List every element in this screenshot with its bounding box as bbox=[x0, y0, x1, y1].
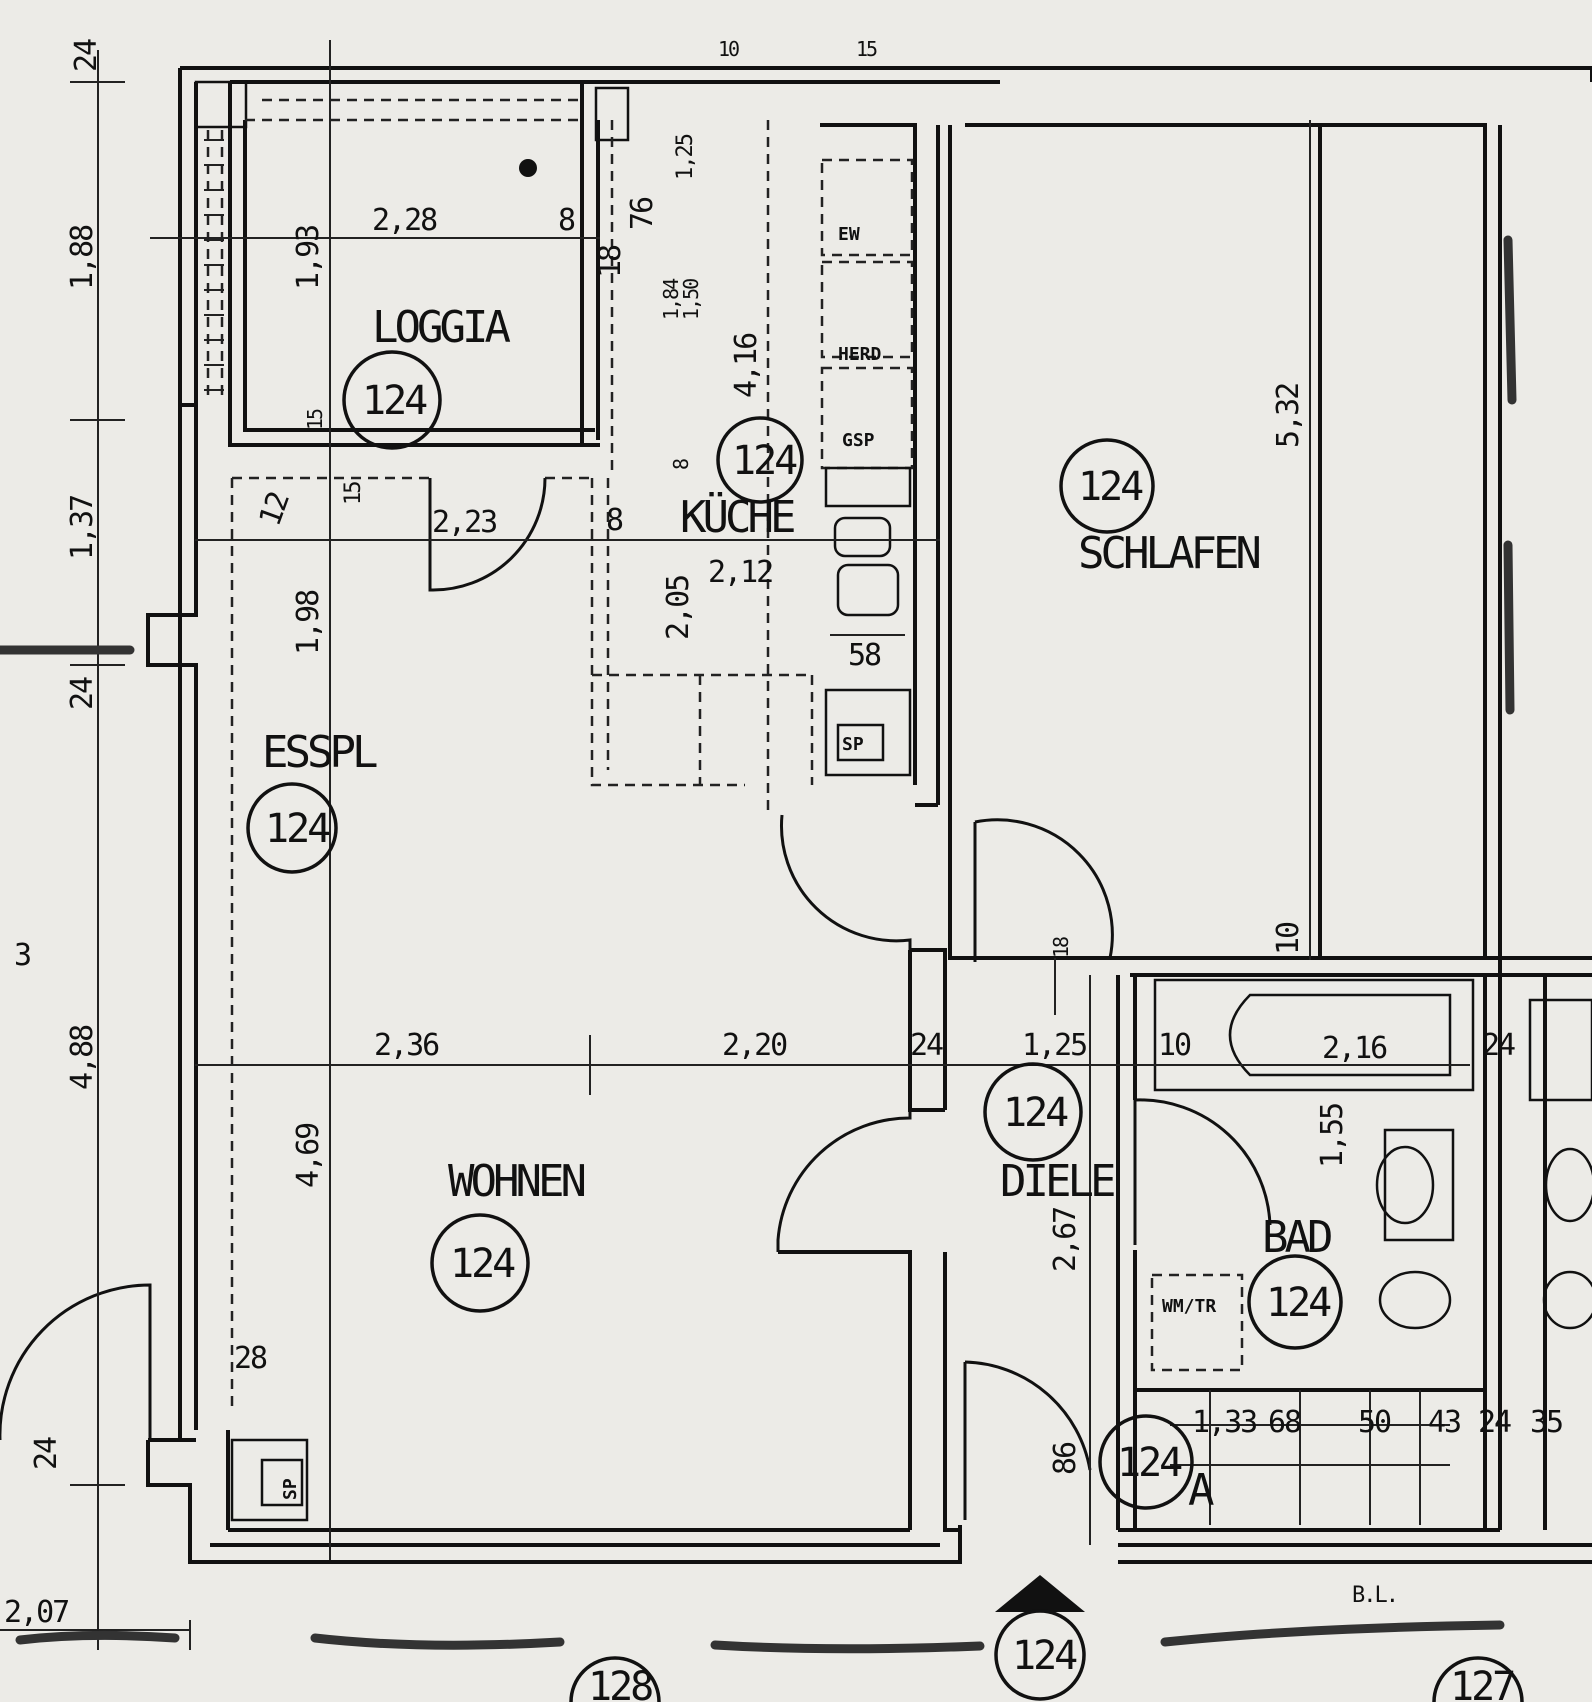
circle-schlafen: 124 bbox=[1059, 438, 1155, 534]
circle-kueche: 124 bbox=[716, 416, 804, 504]
svg-text:1,88: 1,88 bbox=[65, 225, 100, 290]
svg-text:8: 8 bbox=[558, 203, 575, 238]
svg-text:3: 3 bbox=[14, 938, 30, 973]
svg-text:15: 15 bbox=[303, 409, 327, 430]
svg-text:1,98: 1,98 bbox=[291, 590, 326, 655]
svg-text:1,33: 1,33 bbox=[1192, 1405, 1256, 1440]
svg-text:2,16: 2,16 bbox=[1322, 1031, 1387, 1066]
appliance-sp: SP bbox=[842, 734, 864, 755]
door-swings bbox=[0, 477, 1272, 1520]
svg-text:2,67: 2,67 bbox=[1048, 1208, 1083, 1272]
svg-text:43: 43 bbox=[1428, 1405, 1460, 1440]
svg-text:24: 24 bbox=[1482, 1028, 1515, 1063]
svg-text:124: 124 bbox=[265, 806, 330, 852]
svg-text:1,55: 1,55 bbox=[1315, 1104, 1350, 1168]
svg-text:76: 76 bbox=[625, 197, 660, 230]
room-label-loggia: LOGGIA bbox=[372, 302, 510, 353]
circle-left-neighbor: 128 bbox=[569, 1656, 661, 1702]
svg-text:50: 50 bbox=[1358, 1405, 1391, 1440]
svg-text:2,28: 2,28 bbox=[372, 203, 437, 238]
svg-text:10: 10 bbox=[1271, 922, 1306, 955]
svg-text:18: 18 bbox=[1049, 937, 1073, 958]
svg-text:2,05: 2,05 bbox=[661, 576, 696, 640]
svg-text:15: 15 bbox=[856, 37, 877, 61]
svg-text:124: 124 bbox=[1266, 1280, 1331, 1326]
svg-text:1,37: 1,37 bbox=[65, 496, 100, 560]
room-label-wohnen: WOHNEN bbox=[448, 1156, 584, 1207]
circle-loggia: 124 bbox=[342, 350, 442, 450]
handdrawn-marks bbox=[0, 235, 1517, 1654]
svg-text:124: 124 bbox=[732, 438, 797, 484]
room-labels: LOGGIA KÜCHE SCHLAFEN ESSPL WOHNEN DIELE… bbox=[262, 302, 1335, 1516]
circle-abstell: 124 bbox=[1098, 1414, 1194, 1510]
svg-text:8: 8 bbox=[606, 503, 623, 538]
svg-text:68: 68 bbox=[1268, 1405, 1301, 1440]
svg-text:2,23: 2,23 bbox=[432, 505, 496, 540]
svg-text:5,32: 5,32 bbox=[1271, 384, 1306, 448]
interior-walls bbox=[226, 123, 1592, 1532]
svg-text:128: 128 bbox=[588, 1664, 652, 1702]
circle-diele: 124 bbox=[983, 1062, 1083, 1162]
svg-text:2,07: 2,07 bbox=[4, 1595, 68, 1630]
kitchen-area bbox=[590, 120, 940, 810]
appliance-herd: HERD bbox=[838, 344, 882, 365]
svg-text:4,16: 4,16 bbox=[729, 333, 764, 398]
room-number-circles: 124 124 124 124 124 124 124 124 bbox=[246, 350, 1524, 1702]
svg-text:24: 24 bbox=[65, 677, 100, 710]
appliance-ew: EW bbox=[838, 224, 860, 245]
svg-text:86: 86 bbox=[1048, 1442, 1083, 1475]
circle-esspl: 124 bbox=[246, 782, 338, 874]
svg-text:28: 28 bbox=[234, 1341, 267, 1376]
svg-text:1,50: 1,50 bbox=[679, 279, 703, 320]
svg-text:24: 24 bbox=[910, 1028, 943, 1063]
svg-text:1,84: 1,84 bbox=[659, 278, 683, 320]
appliance-gsp: GSP bbox=[842, 430, 875, 451]
circle-entrance: 124 bbox=[994, 1609, 1086, 1701]
svg-text:4,88: 4,88 bbox=[65, 1025, 100, 1090]
svg-text:124: 124 bbox=[1117, 1440, 1182, 1486]
room-label-diele: DIELE bbox=[1000, 1156, 1114, 1207]
svg-text:24: 24 bbox=[69, 39, 104, 72]
svg-text:2,12: 2,12 bbox=[708, 555, 772, 590]
svg-text:124: 124 bbox=[1003, 1090, 1068, 1136]
svg-text:10: 10 bbox=[1158, 1028, 1191, 1063]
svg-text:1,25: 1,25 bbox=[1022, 1028, 1086, 1063]
dimension-lines bbox=[0, 40, 1470, 1650]
room-label-esspl: ESSPL bbox=[262, 727, 377, 778]
outer-walls bbox=[146, 66, 1592, 1564]
appliance-sp-2: SP bbox=[280, 1478, 301, 1500]
svg-text:124: 124 bbox=[362, 378, 427, 424]
svg-text:124: 124 bbox=[1078, 464, 1143, 510]
appliance-wm: WM/TR bbox=[1162, 1296, 1216, 1317]
svg-text:15: 15 bbox=[341, 482, 366, 505]
svg-text:124: 124 bbox=[1012, 1633, 1077, 1679]
svg-text:12: 12 bbox=[253, 489, 297, 531]
room-label-schlafen: SCHLAFEN bbox=[1078, 528, 1259, 579]
svg-text:1,93: 1,93 bbox=[291, 226, 326, 290]
circle-wohnen: 124 bbox=[430, 1213, 530, 1313]
svg-text:124: 124 bbox=[450, 1241, 515, 1287]
svg-text:24: 24 bbox=[29, 1437, 64, 1470]
svg-text:1,25: 1,25 bbox=[673, 134, 698, 180]
svg-text:4,69: 4,69 bbox=[291, 1123, 326, 1188]
svg-text:8: 8 bbox=[669, 459, 693, 470]
svg-text:18: 18 bbox=[593, 245, 628, 278]
appliance-labels: EW HERD GSP SP SP WM/TR bbox=[280, 224, 1216, 1500]
svg-text:B.L.: B.L. bbox=[1352, 1583, 1397, 1608]
svg-text:35: 35 bbox=[1530, 1405, 1562, 1440]
svg-text:2,20: 2,20 bbox=[722, 1028, 787, 1063]
bathroom-fixtures bbox=[1150, 975, 1592, 1530]
circle-bad: 124 bbox=[1247, 1254, 1343, 1350]
svg-text:10: 10 bbox=[718, 37, 739, 61]
svg-text:2,36: 2,36 bbox=[374, 1028, 439, 1063]
svg-text:127: 127 bbox=[1450, 1664, 1514, 1702]
loggia-area bbox=[194, 80, 1000, 447]
circle-right-neighbor: 127 bbox=[1432, 1656, 1524, 1702]
svg-text:58: 58 bbox=[848, 638, 881, 673]
svg-text:24: 24 bbox=[1478, 1405, 1511, 1440]
